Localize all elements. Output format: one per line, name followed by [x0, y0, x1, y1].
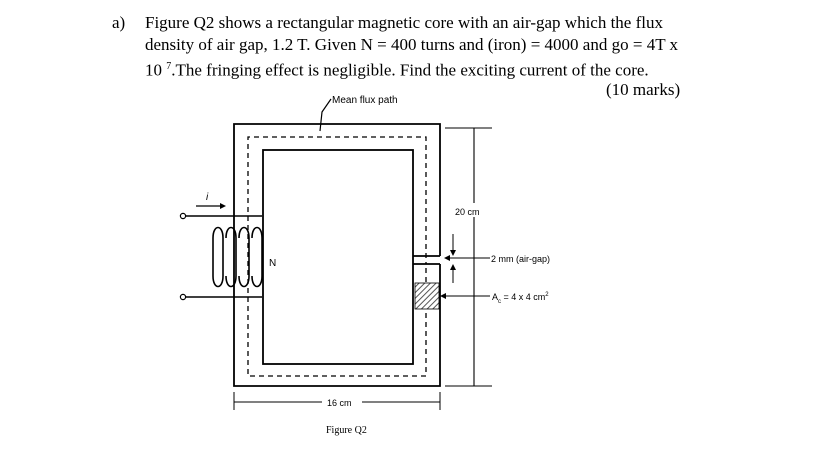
current-label: i — [206, 192, 209, 203]
gap-arrowhead-bottom — [450, 264, 456, 270]
mean-flux-path-label: Mean flux path — [332, 95, 398, 106]
area-subscript: c — [498, 299, 501, 305]
height-label-bg — [452, 203, 492, 217]
question-line-3-exponent: 7 — [166, 61, 172, 72]
terminal-bottom — [179, 293, 187, 301]
mean-flux-path — [247, 136, 427, 377]
question-label: a) — [112, 13, 126, 32]
question-line-3-rest: .The fringing effect is negligible. Find… — [171, 60, 649, 80]
question-line-3: 10 7.The fringing effect is negligible. … — [145, 56, 649, 82]
area-value: = 4 x 4 cm — [501, 292, 545, 302]
area-leader-arrowhead — [440, 293, 446, 299]
gap-arrowhead-top — [450, 250, 456, 256]
core-window — [262, 149, 414, 365]
height-label: 20 cm — [455, 207, 480, 217]
area-label: Ac = 4 x 4 cm2 — [492, 292, 549, 305]
coil-winding — [185, 215, 263, 298]
question-line-1: Figure Q2 shows a rectangular magnetic c… — [145, 13, 663, 32]
airgap-label: 2 mm (air-gap) — [491, 254, 550, 264]
cross-section-hatch — [414, 282, 440, 310]
figure-caption: Figure Q2 — [326, 425, 367, 436]
area-exponent: 2 — [545, 292, 549, 298]
question-line-2: density of air gap, 1.2 T. Given N = 400… — [145, 35, 679, 54]
core-outer-edge — [233, 123, 441, 387]
terminal-top — [179, 212, 187, 220]
area-symbol: A — [492, 292, 498, 302]
turns-label: N — [269, 258, 276, 269]
gap-leader-arrowhead — [444, 255, 450, 261]
width-label: 16 cm — [327, 398, 352, 408]
marks-label: (10 marks) — [606, 80, 681, 99]
question-line-3-prefix: 10 — [145, 60, 167, 80]
flux-path-leader — [319, 98, 332, 132]
current-arrowhead — [220, 203, 226, 209]
